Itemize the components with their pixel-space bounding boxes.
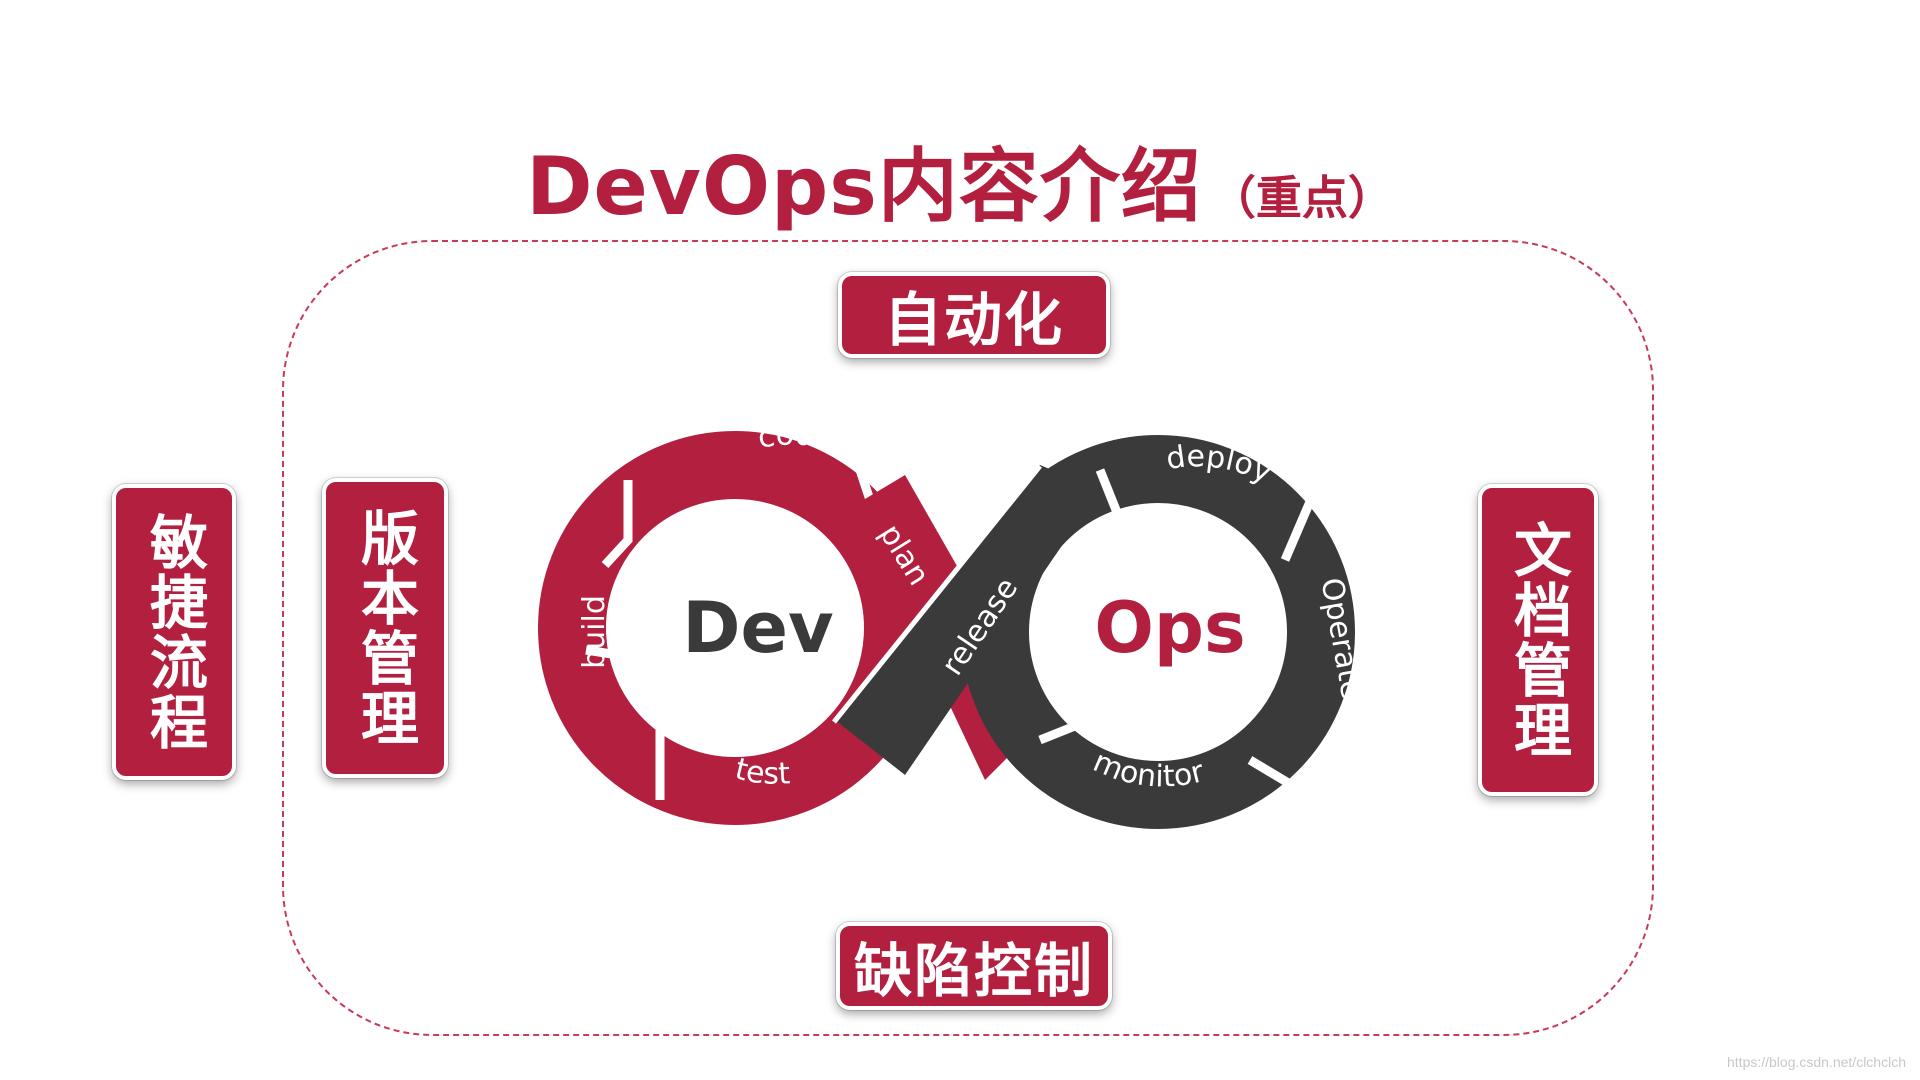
title-main: DevOps内容介绍 [526, 140, 1202, 233]
release-arm [835, 465, 1100, 775]
tag-automation: 自动化 [838, 272, 1110, 358]
page-title: DevOps内容介绍（重点） [0, 122, 1920, 238]
tag-document-management: 文档管理 [1478, 484, 1598, 796]
stage-test-label: test [732, 752, 792, 792]
ops-center-disc [1030, 504, 1286, 760]
dev-loop-ring [538, 431, 932, 825]
tag-agile-process: 敏捷流程 [112, 484, 236, 780]
stage-code-label: code [755, 417, 837, 457]
dev-center-disc [607, 500, 863, 756]
dashed-frame [282, 240, 1654, 1036]
tag-defect-control: 缺陷控制 [836, 922, 1112, 1010]
title-note: （重点） [1209, 171, 1394, 225]
release-arm-edge [832, 464, 1042, 724]
ops-label: Ops [1094, 587, 1245, 669]
watermark: https://blog.csdn.net/clchclch [1727, 1054, 1906, 1070]
dev-label: Dev [682, 587, 833, 669]
stage-build-label: build [577, 595, 612, 669]
tag-version-management: 版本管理 [322, 478, 448, 778]
